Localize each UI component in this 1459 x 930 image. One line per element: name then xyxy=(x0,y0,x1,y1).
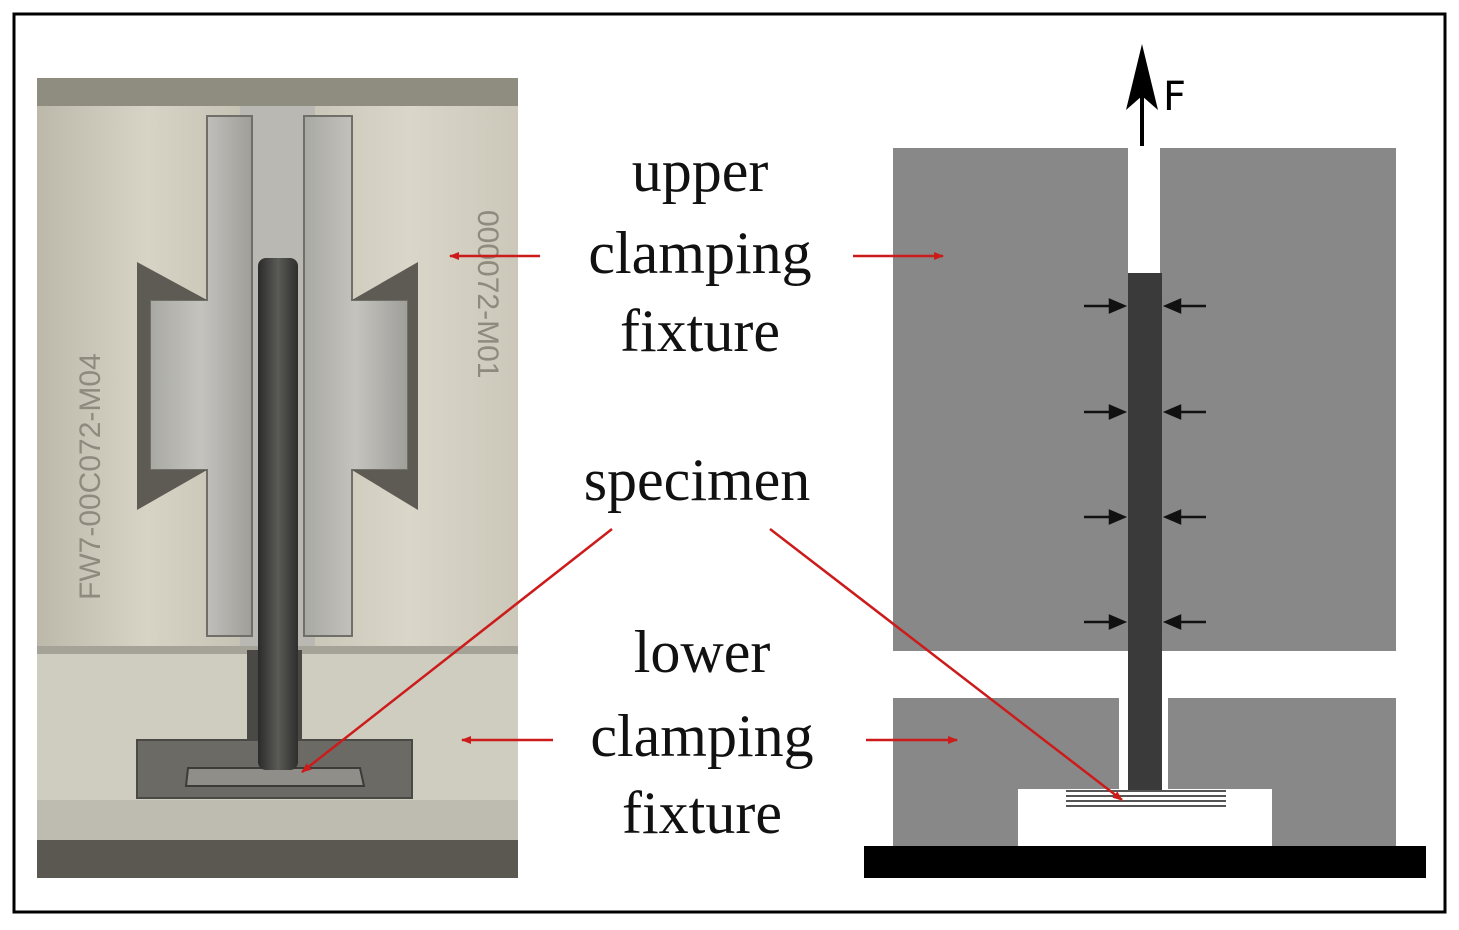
upper-fixture-label: upper clamping fixture xyxy=(588,138,811,364)
photo-base-plate xyxy=(37,800,518,840)
lower-fixture-label: lower clamping fixture xyxy=(590,619,813,846)
fixture-photo: FW7-00C072-M04 000072-M01 xyxy=(37,78,518,878)
photo-dovetail-left xyxy=(137,262,207,510)
schematic-upper-fixture-right xyxy=(1160,148,1396,651)
photo-specimen xyxy=(258,258,298,770)
photo-dovetail-right xyxy=(352,262,418,510)
upper-label-line-2: clamping xyxy=(588,220,811,286)
force-arrow-head xyxy=(1126,44,1158,110)
photo-top-strip xyxy=(37,78,518,106)
pointer-specimen-to-schematic xyxy=(769,528,1123,801)
photo-stamp-right: 000072-M01 xyxy=(471,210,504,378)
lower-label-line-3: fixture xyxy=(622,780,782,846)
schematic-base-plate xyxy=(864,846,1426,878)
figure-border xyxy=(12,12,1447,914)
pointer-specimen-to-photo xyxy=(301,528,613,773)
lower-label-line-2: clamping xyxy=(590,703,813,769)
schematic-specimen-foot xyxy=(1066,790,1226,807)
upper-label-line-3: fixture xyxy=(620,298,780,364)
schematic-upper-fixture-left xyxy=(893,148,1128,651)
photo-stamp-left: FW7-00C072-M04 xyxy=(74,353,107,600)
clamping-pressure-arrows xyxy=(1084,298,1206,630)
lower-label-line-1: lower xyxy=(634,619,771,685)
label-pointers xyxy=(301,252,1123,801)
force-label: F xyxy=(1163,74,1186,120)
photo-base-dark xyxy=(37,840,518,878)
upper-label-line-1: upper xyxy=(632,138,769,204)
schematic-specimen xyxy=(1128,273,1162,791)
schematic-lower-pocket xyxy=(1018,789,1272,846)
photo-specimen-foot xyxy=(184,767,366,787)
specimen-label: specimen xyxy=(584,447,811,513)
fixture-schematic: F xyxy=(864,44,1426,878)
